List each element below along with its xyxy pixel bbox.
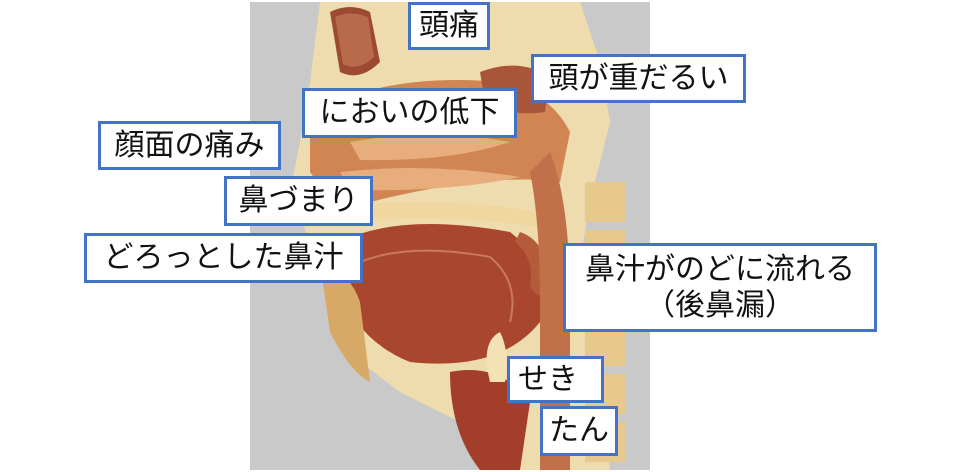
label-head-heaviness: 頭が重だるい	[531, 54, 746, 103]
label-postnasal-drip-line1: 鼻汁がのどに流れる	[585, 251, 855, 287]
label-loss-of-smell: においの低下	[302, 88, 517, 138]
label-thick-nasal-discharge-text: どろっとした鼻汁	[103, 240, 344, 275]
label-postnasal-drip-line2: （後鼻漏）	[645, 287, 795, 323]
label-nasal-congestion-text: 鼻づまり	[238, 183, 359, 218]
label-phlegm: たん	[540, 406, 618, 456]
label-cough-text: せき	[518, 361, 578, 397]
label-phlegm-text: たん	[549, 413, 609, 448]
label-postnasal-drip: 鼻汁がのどに流れる （後鼻漏）	[563, 243, 877, 332]
label-loss-of-smell-text: においの低下	[319, 95, 500, 130]
label-head-heaviness-text: 頭が重だるい	[548, 60, 729, 96]
head-cross-section-drawing	[290, 2, 625, 470]
label-thick-nasal-discharge: どろっとした鼻汁	[84, 233, 363, 283]
label-nasal-congestion: 鼻づまり	[224, 176, 373, 226]
label-facial-pain-text: 顔面の痛み	[114, 127, 265, 163]
label-cough: せき	[507, 356, 604, 403]
label-headache-text: 頭痛	[419, 8, 479, 43]
label-headache: 頭痛	[408, 2, 490, 50]
label-facial-pain: 顔面の痛み	[98, 121, 281, 170]
